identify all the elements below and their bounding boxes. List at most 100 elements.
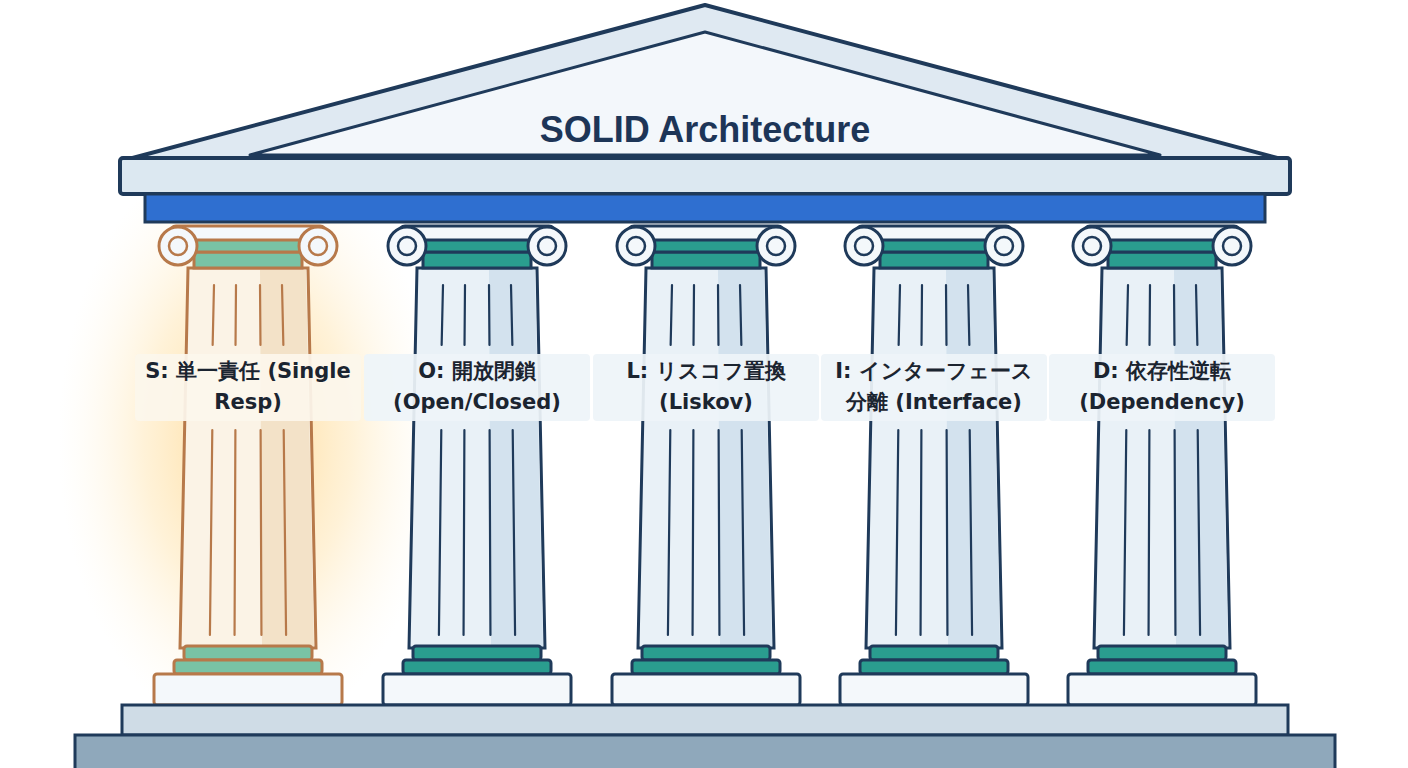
pediment: [125, 5, 1285, 160]
volute: [169, 237, 187, 255]
volute: [995, 237, 1013, 255]
flute: [513, 430, 515, 635]
flute: [1124, 430, 1126, 635]
volute: [528, 227, 566, 265]
flute: [1196, 285, 1197, 345]
torus: [1098, 646, 1226, 660]
torus: [1088, 660, 1236, 674]
pillar-shade: [1174, 270, 1228, 646]
flute: [488, 285, 491, 345]
flute: [439, 430, 441, 635]
volute: [1073, 227, 1111, 265]
plinth: [1068, 674, 1256, 705]
flute: [210, 430, 212, 635]
pillar: [612, 226, 800, 705]
flute: [442, 285, 443, 345]
volute: [1213, 227, 1251, 265]
volute: [1083, 237, 1101, 255]
flute: [462, 430, 465, 635]
echinus: [652, 252, 760, 268]
flute: [691, 430, 694, 635]
flute: [284, 430, 286, 635]
volute: [855, 237, 873, 255]
pillar-shade: [260, 270, 314, 646]
pediment-inner: [250, 32, 1160, 155]
pillar-shaft: [409, 268, 545, 648]
torus: [860, 660, 1008, 674]
pillar-shaft: [866, 268, 1002, 648]
frieze-band: [145, 194, 1265, 222]
pillar-shade: [718, 270, 772, 646]
pillar: [840, 226, 1028, 705]
flute: [1147, 430, 1150, 635]
torus: [184, 646, 312, 660]
glow: [58, 140, 438, 740]
volute: [845, 227, 883, 265]
flute: [1173, 430, 1176, 635]
torus: [632, 660, 780, 674]
flute: [920, 285, 923, 345]
lower-step: [75, 735, 1335, 768]
pillar-shaft: [180, 268, 316, 648]
volute: [309, 237, 327, 255]
torus: [413, 646, 541, 660]
flute: [740, 285, 741, 345]
pillar-label-box: S: 単一責任 (Single Resp): [135, 354, 361, 421]
flute: [213, 285, 214, 345]
flute: [1127, 285, 1128, 345]
volute: [299, 227, 337, 265]
volute: [398, 237, 416, 255]
flute: [671, 285, 672, 345]
flute: [1173, 285, 1176, 345]
plinth: [840, 674, 1028, 705]
volute: [388, 227, 426, 265]
principle-label: D: 依存性逆転 (Dependency): [1049, 354, 1275, 421]
flute: [945, 430, 948, 635]
pillar-label-box: D: 依存性逆転 (Dependency): [1049, 354, 1275, 421]
pillar-shaft: [1094, 268, 1230, 648]
volute: [1223, 237, 1241, 255]
torus: [403, 660, 551, 674]
plinth: [612, 674, 800, 705]
flute: [968, 285, 969, 345]
pillar-shaft: [638, 268, 774, 648]
flute: [234, 285, 237, 345]
pillar: [1068, 226, 1256, 705]
principle-label: S: 単一責任 (Single Resp): [135, 354, 361, 421]
echinus: [1108, 252, 1216, 268]
pillar: [383, 226, 571, 705]
pillar: [154, 226, 342, 705]
flute: [945, 285, 948, 345]
flute: [692, 285, 695, 345]
echinus: [880, 252, 988, 268]
volute: [985, 227, 1023, 265]
flute: [1198, 430, 1200, 635]
title: SOLID Architecture: [540, 109, 871, 151]
flute: [233, 430, 236, 635]
volute: [767, 237, 785, 255]
flute: [919, 430, 922, 635]
echinus: [423, 252, 531, 268]
cornice: [120, 158, 1290, 194]
flute: [717, 285, 720, 345]
volute: [159, 227, 197, 265]
volute: [627, 237, 645, 255]
principle-label: I: インターフェース 分離 (Interface): [821, 354, 1047, 421]
pillar-label-box: L: リスコフ置換 (Liskov): [593, 354, 819, 421]
plinth: [383, 674, 571, 705]
flute: [896, 430, 898, 635]
pillar-shade: [946, 270, 1000, 646]
echinus: [194, 252, 302, 268]
torus: [870, 646, 998, 660]
flute: [260, 430, 263, 635]
torus: [174, 660, 322, 674]
flute: [282, 285, 283, 345]
principle-label: L: リスコフ置換 (Liskov): [593, 354, 819, 421]
pillar-label-box: I: インターフェース 分離 (Interface): [821, 354, 1047, 421]
flute: [970, 430, 972, 635]
flute: [899, 285, 900, 345]
volute: [757, 227, 795, 265]
pillar-label-box: O: 開放閉鎖 (Open/Closed): [364, 354, 590, 421]
flute: [463, 285, 466, 345]
flute: [717, 430, 720, 635]
